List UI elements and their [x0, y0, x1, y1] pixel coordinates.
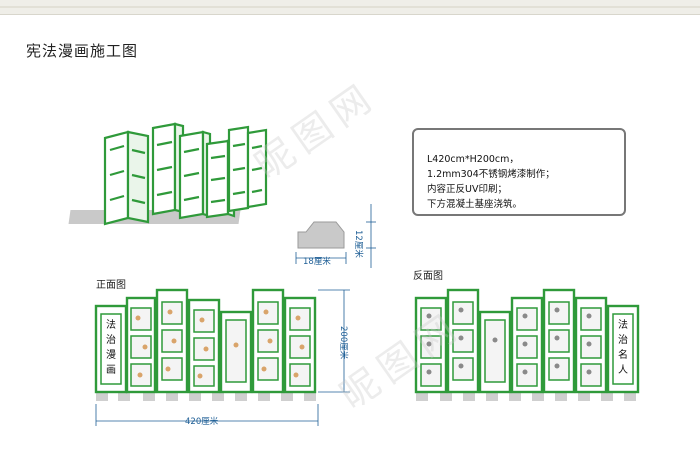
- spec-line-4: 下方混凝土基座浇筑。: [427, 199, 523, 210]
- persp-panel-6: [246, 128, 268, 209]
- base-detail: [295, 204, 376, 268]
- persp-panel-1: [103, 130, 150, 226]
- back-view-label: 反面图: [413, 271, 443, 282]
- persp-panel-3: [178, 130, 212, 220]
- front-base: [96, 392, 316, 401]
- front-panel-1-text: 法治漫画: [106, 320, 116, 376]
- spec-line-2: 1.2mm304不锈钢烤漆制作；: [427, 169, 555, 180]
- top-band: [0, 0, 700, 15]
- persp-panel-2: [151, 122, 185, 216]
- front-height-dim: [318, 289, 350, 393]
- page-title: 宪法漫画施工图: [26, 42, 139, 60]
- total-width-dim: 420厘米: [185, 417, 219, 427]
- front-comic-figures: [135, 309, 305, 379]
- persp-panel-5: [227, 125, 250, 213]
- front-width-dim: [95, 404, 319, 426]
- back-portrait-figures: [426, 307, 592, 375]
- front-view-label: 正面图: [96, 280, 126, 291]
- base-width-dim: 18厘米: [303, 257, 331, 267]
- back-panel-7-text: 法治名人: [618, 320, 628, 376]
- perspective-view: [68, 122, 268, 226]
- spec-box: L420cm*H200cm， 1.2mm304不锈钢烤漆制作； 内容正反UV印刷…: [412, 128, 626, 216]
- back-base: [416, 392, 636, 401]
- spec-line-1: L420cm*H200cm，: [427, 154, 519, 165]
- spec-line-3: 内容正反UV印刷；: [427, 184, 507, 195]
- back-view: [414, 288, 640, 401]
- front-view: [94, 288, 350, 426]
